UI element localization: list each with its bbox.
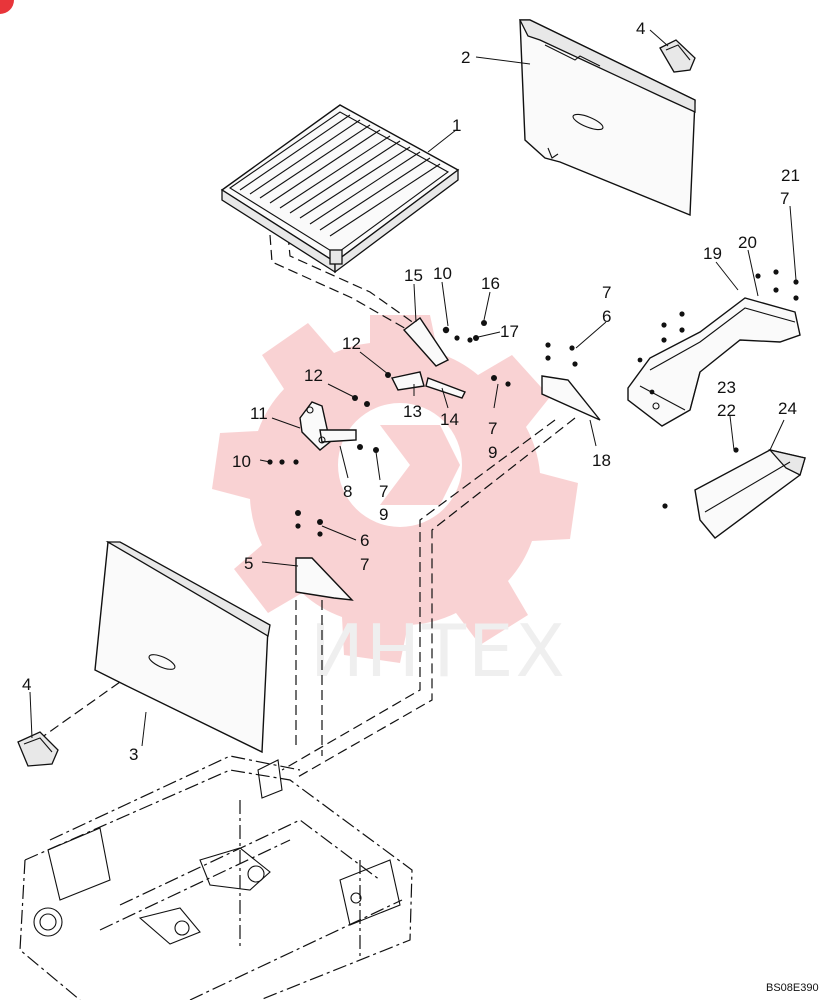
part-5-lower-bracket: [295, 557, 354, 601]
callout-9-center: 9: [488, 443, 497, 462]
callout-13: 13: [403, 402, 422, 421]
callout-7-lowerleft: 7: [379, 482, 388, 501]
part-4-grommet-upper: [659, 39, 696, 73]
part-24-side-cover: [694, 448, 806, 539]
callout-18: 18: [592, 451, 611, 470]
callout-24: 24: [778, 399, 797, 418]
callout-21: 21: [781, 166, 800, 185]
callout-7-lower: 7: [360, 555, 369, 574]
hardware-bolts: [267, 269, 799, 537]
callout-7-mid: 7: [602, 283, 611, 302]
part-20-support-bracket: [627, 297, 801, 427]
callout-16: 16: [481, 274, 500, 293]
callout-10-lower: 10: [232, 452, 251, 471]
callout-8: 8: [343, 482, 352, 501]
watermark-text: ИНТЕХ: [310, 609, 567, 693]
machine-frame: [19, 755, 413, 1000]
callout-3: 3: [129, 745, 138, 764]
part-3-lower-panel: [94, 540, 271, 754]
part-4-grommet-lower: [17, 731, 59, 767]
part-1-grille-panel: [220, 104, 460, 274]
part-2-back-panel: [518, 19, 696, 217]
corner-marker: [0, 0, 14, 14]
callout-labels: 1 2 4 21 7 19 20 15 10 16 17 7 6 12 12 1…: [22, 19, 800, 764]
callout-10-upper: 10: [433, 264, 452, 283]
assembly-path-lines: [37, 234, 576, 779]
callout-17: 17: [500, 322, 519, 341]
callout-12-upper: 12: [342, 334, 361, 353]
callout-6-lower: 6: [360, 531, 369, 550]
hinge-assembly: [299, 316, 466, 451]
callout-7-right: 7: [780, 189, 789, 208]
callout-2: 2: [461, 48, 470, 67]
callout-6-mid: 6: [602, 307, 611, 326]
callout-4-lower: 4: [22, 675, 31, 694]
callout-5: 5: [244, 554, 253, 573]
callout-14: 14: [440, 410, 459, 429]
callout-20: 20: [738, 233, 757, 252]
callout-4-upper: 4: [636, 19, 645, 38]
drawing-code: BS08E390: [766, 982, 819, 994]
callout-12-lower: 12: [304, 366, 323, 385]
callout-1: 1: [452, 116, 461, 135]
callout-19: 19: [703, 244, 722, 263]
callout-23: 23: [717, 378, 736, 397]
callout-15: 15: [404, 266, 423, 285]
callout-22: 22: [717, 401, 736, 420]
part-18-gusset: [541, 375, 601, 421]
callout-11: 11: [250, 404, 268, 423]
callout-9-lowerleft: 9: [379, 505, 388, 524]
callout-leaders: [29, 29, 797, 747]
callout-7-center: 7: [488, 419, 497, 438]
